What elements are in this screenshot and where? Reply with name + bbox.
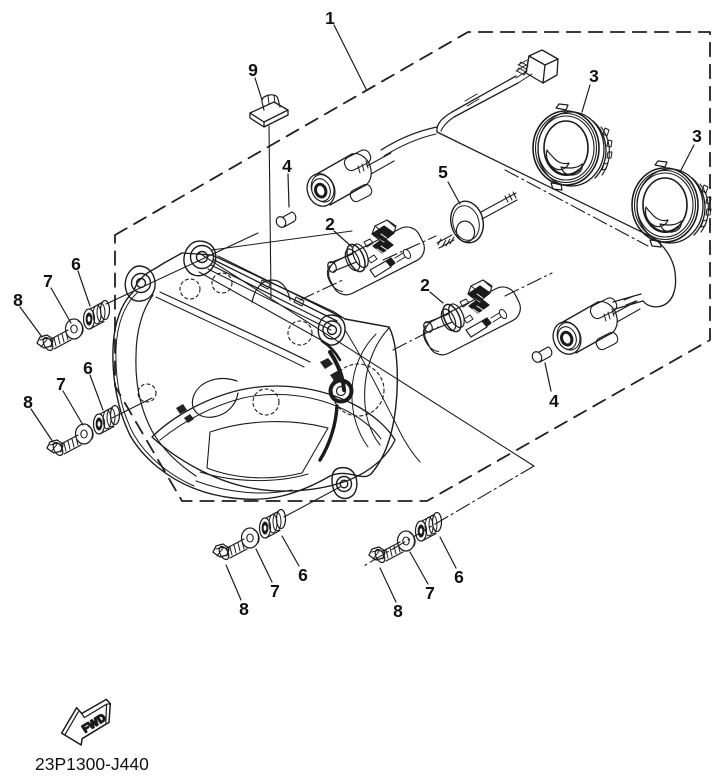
svg-text:9: 9 — [248, 60, 258, 80]
svg-text:8: 8 — [13, 290, 23, 310]
svg-text:1: 1 — [325, 8, 335, 28]
svg-text:7: 7 — [270, 581, 280, 601]
svg-text:3: 3 — [692, 126, 702, 146]
svg-text:2: 2 — [420, 275, 430, 295]
svg-text:23P1300-J440: 23P1300-J440 — [35, 754, 149, 774]
svg-text:6: 6 — [454, 567, 464, 587]
svg-text:7: 7 — [43, 271, 53, 291]
svg-text:3: 3 — [589, 66, 599, 86]
svg-text:6: 6 — [71, 254, 81, 274]
svg-text:8: 8 — [393, 601, 403, 621]
svg-text:8: 8 — [23, 392, 33, 412]
svg-text:2: 2 — [325, 214, 335, 234]
svg-text:5: 5 — [438, 162, 448, 182]
svg-text:4: 4 — [282, 156, 292, 176]
svg-text:7: 7 — [56, 374, 66, 394]
svg-text:6: 6 — [83, 358, 93, 378]
svg-text:6: 6 — [298, 565, 308, 585]
svg-text:7: 7 — [425, 583, 435, 603]
svg-text:8: 8 — [239, 599, 249, 619]
svg-text:4: 4 — [549, 391, 559, 411]
